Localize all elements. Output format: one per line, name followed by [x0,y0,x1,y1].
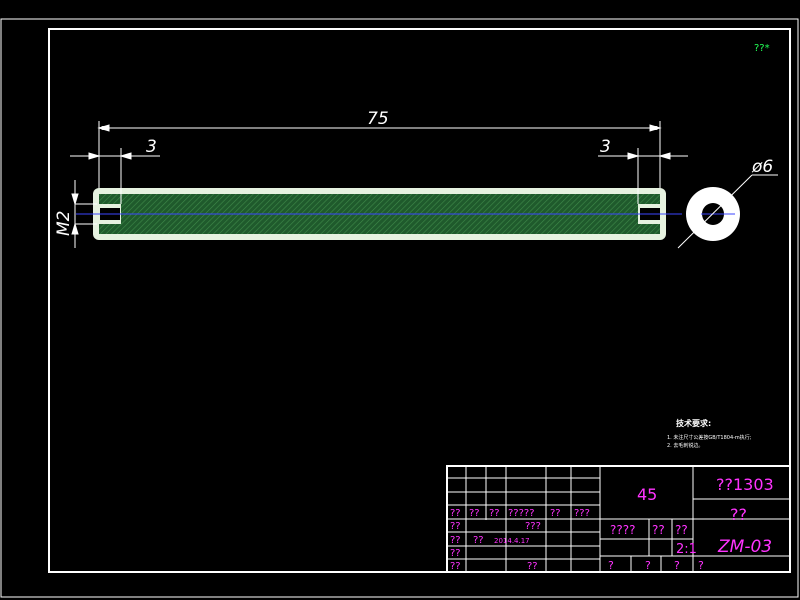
outer-frame [0,18,799,598]
bottom-mark-3: ? [674,559,680,572]
right-offset-label: 3 [600,137,611,157]
length-dimension [97,121,662,188]
row6-b: ?? [527,561,538,572]
row3-b: ??? [525,521,541,532]
left-offset-dimension [70,148,160,204]
code-label: ??1303 [716,475,774,494]
left-offset-label: 3 [146,137,157,157]
title-block [446,465,791,573]
thread-dimension [71,180,97,248]
part-name-label: ?? [730,505,747,524]
corner-mark: ??* [754,43,770,54]
notes-title: 技术要求: [676,418,711,428]
diameter-label: ø6 [751,157,773,177]
sign-cell-6: ??? [574,508,590,519]
row3-a: ?? [450,521,461,532]
thread-label: M2 [54,211,74,236]
label-a: ?? [652,523,665,537]
sign-cell-5: ?? [550,508,561,519]
bottom-mark-4: ? [698,559,704,572]
drawing-number-label: ZM-03 [717,537,772,557]
material-label: 45 [637,485,657,504]
end-view [677,174,778,249]
bottom-mark-1: ? [608,559,614,572]
right-offset-dimension [598,148,688,204]
date-label: 2014.4.17 [494,537,530,545]
notes-line-1: 1. 未注尺寸公差按GB/T1804-m执行; [667,434,752,441]
bottom-mark-2: ? [645,559,651,572]
row6-a: ?? [450,561,461,572]
label-b: ?? [675,523,688,537]
notes-line-2: 2. 去毛刺锐边。 [667,442,703,449]
length-label: 75 [367,109,389,129]
scale-label: 2:1 [676,542,697,557]
sign-cell-4: ????? [508,508,535,519]
sign-cell-3: ?? [489,508,500,519]
technical-notes: 技术要求: 1. 未注尺寸公差按GB/T1804-m执行; 2. 去毛刺锐边。 [667,418,752,449]
sign-cell-2: ?? [469,508,480,519]
inner-frame [48,28,791,573]
small-label: ???? [610,523,635,537]
row4-a: ?? [450,535,461,546]
shaft-section [76,188,682,240]
sign-cell-1: ?? [450,508,461,519]
row4-b: ?? [473,535,484,546]
row5-a: ?? [450,548,461,559]
